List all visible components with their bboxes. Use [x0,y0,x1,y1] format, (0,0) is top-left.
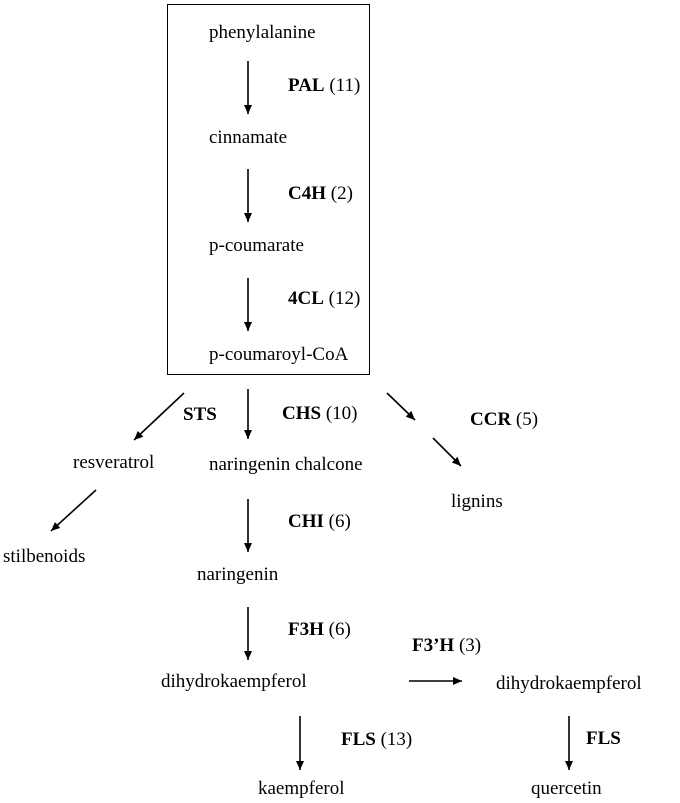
stilbenoids-label: stilbenoids [3,546,86,567]
enzyme-fls-left-count: (13) [380,729,413,750]
enzyme-ccr-count: (5) [515,409,539,430]
quercetin-label: quercetin [531,778,602,799]
p-coumarate-label: p-coumarate [209,235,304,256]
enzyme-pal: PAL (11) [288,75,360,97]
enzyme-c4h: C4H (2) [288,183,353,205]
enzyme-f3prime-h-count: (3) [458,635,482,656]
naringenin-chalcone-label: naringenin chalcone [209,454,363,475]
enzyme-f3h-name: F3H [288,619,324,640]
enzyme-fls-left: FLS (13) [341,729,412,751]
enzyme-sts-name: STS [183,404,217,425]
enzyme-4cl: 4CL (12) [288,288,360,310]
phenylalanine-label: phenylalanine [209,22,316,43]
arrow-sts [133,392,185,441]
enzyme-c4h-count: (2) [330,183,353,204]
enzyme-c4h-name: C4H [288,183,326,204]
enzyme-chi-count: (6) [328,511,351,532]
p-coumaroyl-coa-label: p-coumaroyl-CoA [209,344,349,365]
enzyme-chs-name: CHS [282,403,322,424]
enzyme-pal-name: PAL [288,75,325,96]
enzyme-f3prime-h-name: F3’H [412,635,455,656]
enzyme-chi-name: CHI [288,511,324,532]
cinnamate-label: cinnamate [209,127,288,148]
dihydrokaempferol-left-label: dihydrokaempferol [161,671,307,692]
enzyme-4cl-count: (12) [328,288,361,309]
enzyme-f3h: F3H (6) [288,619,351,641]
enzyme-fls-left-name: FLS [341,729,376,750]
phenylpropanoid-pathway-box [167,4,370,375]
enzyme-f3prime-h: F3’H (3) [412,635,481,657]
enzyme-fls-right: FLS [586,728,621,750]
dihydrokaempferol-right-label: dihydrokaempferol [496,673,642,694]
enzyme-ccr-name: CCR [470,409,512,430]
lignins-label: lignins [451,491,503,512]
arrow-resveratrol-stilbenoids [50,489,97,532]
enzyme-chi: CHI (6) [288,511,351,533]
kaempferol-label: kaempferol [258,778,345,799]
enzyme-chs-count: (10) [325,403,358,424]
enzyme-pal-count: (11) [329,75,361,96]
arrow-ccr-1 [386,392,416,421]
naringenin-label: naringenin [197,564,279,585]
resveratrol-label: resveratrol [73,452,155,473]
enzyme-chs: CHS (10) [282,403,357,425]
enzyme-ccr: CCR (5) [470,409,538,431]
enzyme-f3h-count: (6) [328,619,351,640]
enzyme-sts: STS [183,404,217,426]
enzyme-fls-right-name: FLS [586,728,621,749]
enzyme-4cl-name: 4CL [288,288,324,309]
arrow-ccr-2 [432,437,462,467]
